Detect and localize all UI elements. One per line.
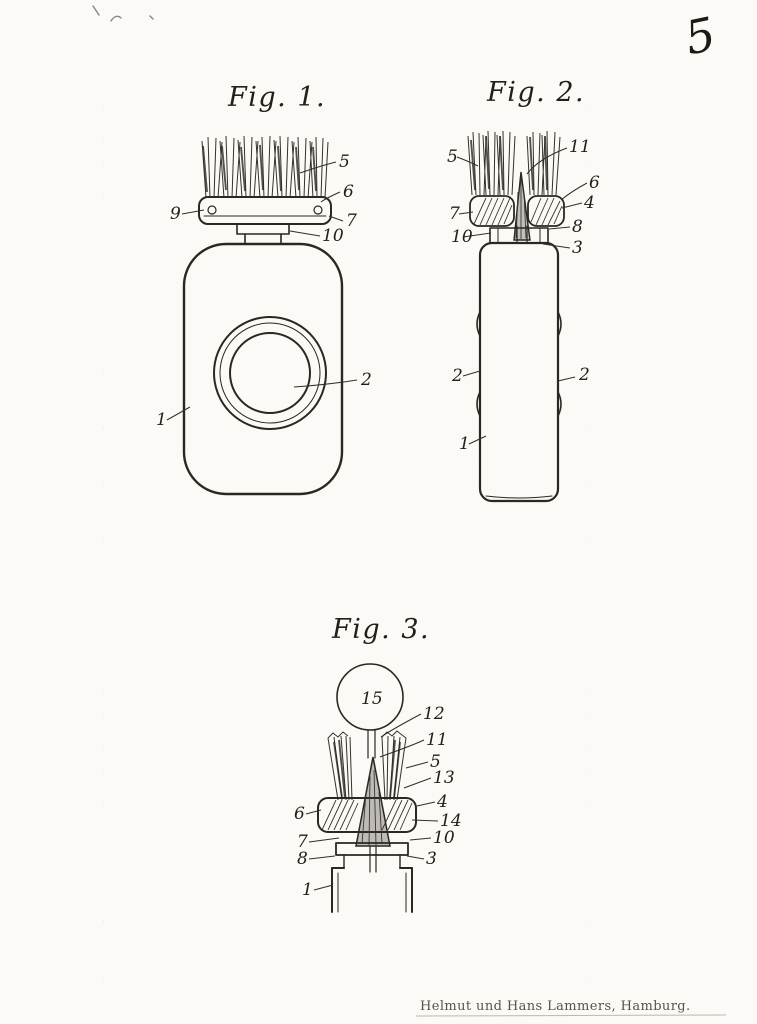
fig2-ref-1: 1	[459, 434, 470, 454]
fig3-title: Fig. 3.	[331, 614, 430, 645]
fig2-bristles	[467, 130, 561, 196]
fig3-leader-lines	[305, 713, 439, 891]
fig3-ref-1: 1	[302, 880, 313, 900]
fig1-ref-6: 6	[343, 182, 354, 202]
fig1-ref-5: 5	[339, 152, 350, 172]
fig3-detail-balloon: 15	[336, 663, 404, 731]
fig1-ref-10: 10	[322, 226, 344, 246]
signature-underline	[415, 1014, 727, 1017]
stray-marks	[92, 5, 154, 22]
fig1-brush-back	[198, 196, 332, 225]
fig1-bottle	[182, 242, 344, 496]
fig3-bottle-mouth	[331, 842, 413, 913]
sheet-number-text: 5	[680, 6, 720, 65]
fig3-valve-stem	[367, 729, 376, 759]
fig3-ref-3: 3	[426, 849, 437, 869]
fig2-ref-2-left: 2	[451, 366, 463, 386]
fig3-ref-8: 8	[297, 849, 308, 869]
fig2-ref-11: 11	[569, 137, 591, 157]
fig3-bristles	[327, 730, 407, 801]
signature-block: Helmut und Hans Lammers, Hamburg.	[415, 999, 727, 1017]
fig1-screw-left	[207, 205, 217, 215]
fig1-screw-right	[313, 205, 323, 215]
fig2-nozzle-cone	[513, 171, 531, 244]
fig3-ref-10: 10	[433, 828, 455, 848]
fig1-neck	[236, 223, 290, 245]
fig2-ref-5: 5	[447, 147, 458, 167]
fig3-brush-back-section	[317, 797, 417, 833]
fig3-ref-14: 14	[440, 811, 462, 831]
fig1-title: Fig. 1.	[227, 82, 326, 113]
fig2-ref-7: 7	[449, 204, 460, 224]
fig1-ref-9: 9	[170, 204, 181, 224]
fig3-ref-13: 13	[433, 768, 455, 788]
fig1-ref-2: 2	[360, 370, 372, 390]
fig1-leader-lines	[166, 161, 358, 421]
fig1-circular-panel	[213, 316, 327, 430]
fig1-ref-1: 1	[156, 410, 167, 430]
fig3-ref-5: 5	[430, 752, 441, 772]
fig2-ref-3: 3	[572, 238, 583, 258]
fig2-ref-8: 8	[572, 217, 583, 237]
fig2-title: Fig. 2.	[486, 77, 585, 108]
fig3-ref-15: 15	[361, 689, 383, 709]
figure-3: Fig. 3. 15	[294, 614, 462, 913]
fig1-bristles	[201, 135, 329, 199]
fig3-ref-12: 12	[423, 704, 445, 724]
figure-2: Fig. 2.	[447, 77, 600, 503]
fig3-ref-6: 6	[294, 804, 305, 824]
fig3-valve-cone	[355, 756, 391, 873]
fig2-ref-6: 6	[589, 173, 600, 193]
figure-1: Fig. 1. 5 6 7 9	[156, 82, 372, 496]
fig2-brush-back-section	[469, 195, 565, 227]
fig2-ref-4: 4	[583, 193, 595, 213]
signature-text: Helmut und Hans Lammers, Hamburg.	[420, 999, 691, 1014]
fig3-ref-7: 7	[297, 832, 308, 852]
sheet-number: 5	[680, 6, 720, 65]
fig2-leader-lines	[456, 147, 588, 445]
fig3-ref-11: 11	[426, 730, 448, 750]
fig2-bottle	[476, 241, 562, 503]
fig2-grip-notches	[476, 311, 562, 417]
fig3-ref-4: 4	[436, 792, 448, 812]
fig2-ref-2-right: 2	[578, 365, 590, 385]
fig2-ref-10: 10	[451, 227, 473, 247]
fig1-ref-7: 7	[346, 211, 357, 231]
